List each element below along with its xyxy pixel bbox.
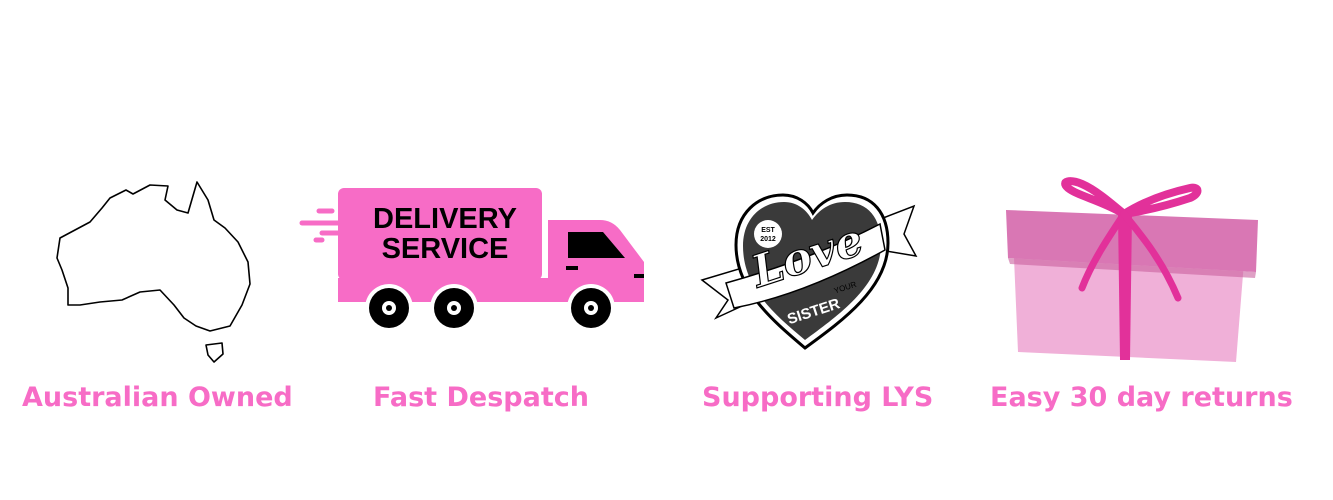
caption-fast-despatch: Fast Despatch <box>373 382 589 413</box>
caption-australian-owned: Australian Owned <box>22 382 293 413</box>
truck-text-service: SERVICE <box>382 233 509 265</box>
caption-supporting-lys: Supporting LYS <box>702 382 934 413</box>
truck-wheels-icon <box>365 284 615 332</box>
logo-est-text: EST <box>761 227 775 234</box>
truck-text-delivery: DELIVERY <box>373 203 517 235</box>
logo-year-text: 2012 <box>760 236 776 243</box>
caption-easy-returns: Easy 30 day returns <box>990 382 1293 413</box>
